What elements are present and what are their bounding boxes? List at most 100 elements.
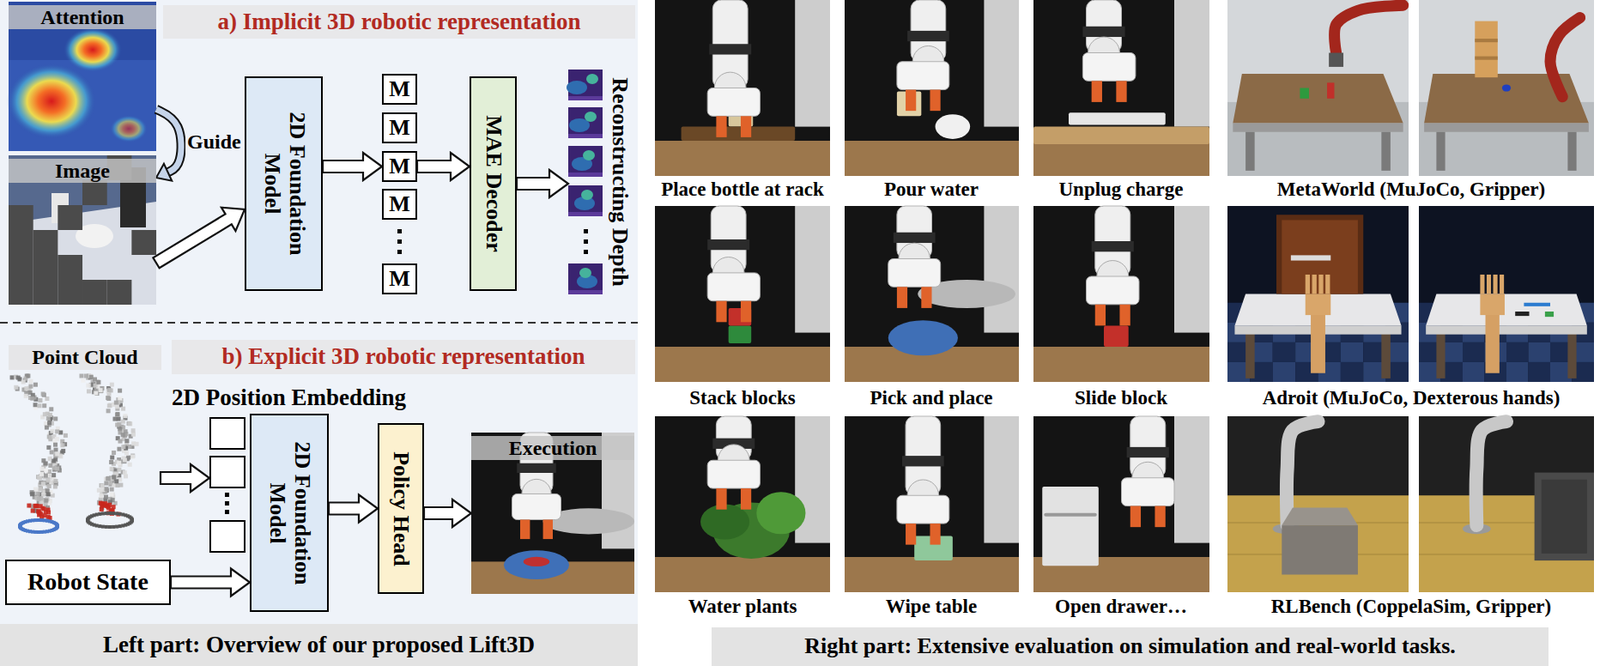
cloud-point <box>43 473 49 479</box>
cloud-point <box>109 492 115 497</box>
ellipsis-dot <box>397 229 402 234</box>
embedding-token <box>209 520 246 553</box>
connector <box>328 495 378 523</box>
separator-dashed <box>0 321 638 324</box>
object <box>888 320 958 356</box>
cloud-point <box>98 387 104 393</box>
cloud-point <box>46 478 51 483</box>
cloud-point <box>114 478 119 484</box>
floor-tile <box>1340 342 1364 363</box>
cloud-point <box>49 449 55 455</box>
photo-ground <box>654 0 831 176</box>
cloud-point <box>122 470 128 475</box>
point-cloud <box>10 374 140 535</box>
cloud-point <box>26 503 31 509</box>
decoder-box: MAE Decoder <box>469 76 517 291</box>
box-label: Policy Head <box>388 427 414 591</box>
cloud-point <box>109 387 114 393</box>
depth-band <box>568 96 603 101</box>
table <box>844 557 1019 593</box>
cloud-point <box>112 417 117 422</box>
depth-map <box>568 185 603 217</box>
task-caption: Stack blocks <box>689 387 795 409</box>
backboard <box>794 206 831 334</box>
cloud-point <box>115 511 119 516</box>
object <box>1033 127 1210 146</box>
connector <box>322 152 382 181</box>
token-box: M <box>381 263 418 295</box>
object <box>756 491 806 534</box>
object <box>1515 311 1529 316</box>
caption-band: Left part: Overview of our proposed Lift… <box>0 624 638 666</box>
connector <box>170 569 250 597</box>
box-front <box>1281 525 1358 575</box>
cloud-point <box>86 388 91 394</box>
table <box>654 346 831 382</box>
hollow-arrow <box>417 152 470 181</box>
hollow-arrow <box>424 499 472 528</box>
cloud-point <box>124 450 129 455</box>
cloud-point <box>100 502 105 507</box>
backboard <box>983 206 1019 334</box>
image-panel: Image <box>8 155 157 305</box>
cloud-point <box>38 503 43 509</box>
cloud-point <box>33 402 38 407</box>
gripper-finger <box>905 90 916 112</box>
cloud-point <box>117 439 122 444</box>
robot-ring <box>1082 26 1125 37</box>
sim-ground <box>1418 416 1594 593</box>
cloud-point <box>60 442 65 448</box>
table-leg <box>1567 132 1576 171</box>
object <box>1042 486 1099 566</box>
cloud-point <box>34 503 39 509</box>
cloud-point <box>122 413 128 419</box>
box-label: 2D Foundation Model <box>259 97 309 270</box>
execution-panel: Execution <box>471 432 635 594</box>
cloud-point <box>115 525 119 529</box>
table-leg <box>1436 132 1445 171</box>
cloud-point <box>118 524 122 528</box>
finger <box>1492 274 1497 295</box>
mask-patch <box>8 205 34 231</box>
object <box>1103 325 1129 347</box>
finger <box>1312 274 1317 295</box>
cloud-point <box>38 496 43 501</box>
object <box>503 550 570 580</box>
robot-hand <box>888 259 941 288</box>
depth-blob <box>582 150 595 161</box>
cloud-point <box>41 481 46 486</box>
robot-hand <box>1121 478 1176 507</box>
cloud-point <box>54 451 60 456</box>
image-ground <box>8 155 157 305</box>
gripper-finger <box>715 488 727 510</box>
connector <box>516 169 569 198</box>
connector <box>156 109 182 181</box>
gripper-finger <box>896 286 908 309</box>
backboard <box>1174 416 1210 544</box>
table-top <box>1232 73 1403 123</box>
cloud-point <box>105 504 110 510</box>
edge-label: Guide <box>185 130 243 153</box>
cloud-point <box>124 438 129 443</box>
panel-label: Point Cloud <box>8 345 162 370</box>
door-handle <box>1290 254 1331 261</box>
object <box>1327 82 1334 98</box>
embedding-stack: 2D Position Embedding <box>209 417 246 553</box>
model-box: 2D Foundation Model <box>249 413 329 613</box>
sim-ground <box>1418 0 1594 176</box>
cloud-point <box>111 511 116 516</box>
floor-tile <box>1462 362 1485 382</box>
token-box: M <box>381 73 418 105</box>
task-caption: MetaWorld (MuJoCo, Gripper) <box>1277 178 1546 200</box>
cloud-point <box>127 421 133 426</box>
task-photo <box>844 206 1019 382</box>
photo-ground <box>1033 0 1210 176</box>
table-rim <box>1424 123 1589 133</box>
sim-render <box>1418 206 1594 382</box>
token-box: M <box>381 112 418 144</box>
cloud-point <box>60 448 66 454</box>
finger <box>1479 274 1485 295</box>
gripper <box>1328 53 1344 67</box>
box-top <box>1281 508 1358 527</box>
robot-hand <box>512 493 562 520</box>
